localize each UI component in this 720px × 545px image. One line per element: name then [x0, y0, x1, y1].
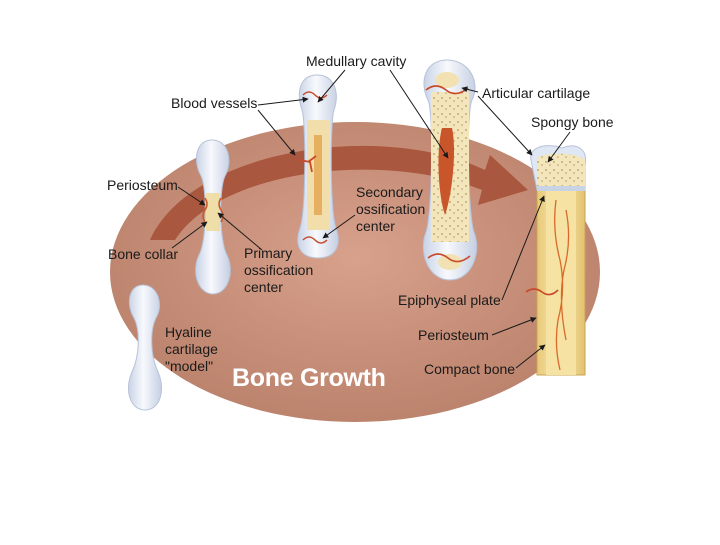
diagram-title: Bone Growth	[232, 364, 386, 392]
background-ellipse	[110, 122, 600, 422]
label-articular-cartilage: Articular cartilage	[482, 85, 591, 101]
label-secondary-ossification-center: Secondary ossification center	[356, 184, 426, 234]
primary-ossification-stage	[297, 74, 339, 259]
leader-lines	[171, 69, 571, 369]
label-spongy-bone: Spongy bone	[531, 114, 614, 130]
label-compact-bone: Compact bone	[424, 361, 516, 377]
label-blood-vessels: Blood vessels	[171, 95, 258, 111]
label-periosteum-left: Periosteum	[107, 177, 178, 193]
hyaline-cartilage-model	[128, 284, 162, 411]
label-bone-collar: Bone collar	[108, 246, 179, 262]
label-hyaline-cartilage-model: Hyaline cartilage "model"	[165, 324, 218, 374]
label-epiphyseal-plate: Epiphyseal plate	[398, 292, 501, 308]
label-periosteum-right: Periosteum	[418, 327, 489, 343]
label-primary-ossification-center: Primary ossification center	[244, 245, 314, 295]
label-medullary-cavity: Medullary cavity	[306, 53, 407, 69]
secondary-ossification-stage	[422, 59, 478, 281]
